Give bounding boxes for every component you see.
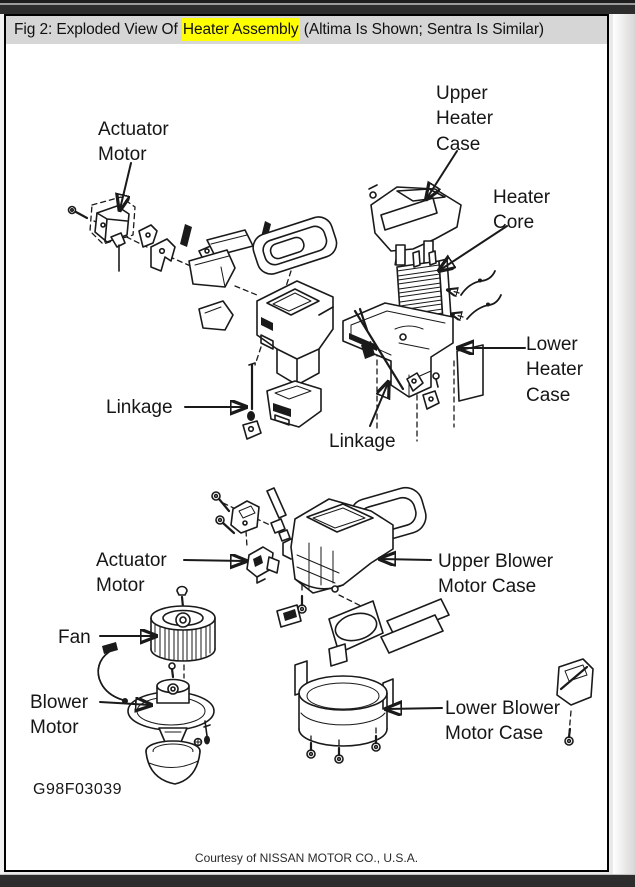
part-linkage-bits-right — [406, 372, 440, 410]
part-hose — [97, 642, 128, 704]
part-heater-hoses — [448, 270, 502, 319]
part-motor-cup — [145, 737, 203, 785]
part-door-strips — [188, 229, 254, 331]
label-fan: Fan — [58, 627, 91, 648]
part-bracket-top — [230, 500, 260, 534]
part-lower-blower-case — [294, 643, 394, 764]
part-plate-with-hole — [276, 600, 384, 654]
document-page: Fig 2: Exploded View Of Heater Assembly … — [4, 14, 609, 872]
part-upper-heater-case — [368, 184, 462, 266]
part-actuator-motor-upper — [67, 196, 136, 272]
label-blower-motor: Blower Motor — [30, 692, 89, 739]
part-linkage-rod-vertical — [242, 362, 262, 440]
label-heater-core: Heater Core — [493, 187, 551, 234]
label-arrows — [99, 150, 526, 709]
part-blower-motor — [127, 662, 215, 749]
part-gasket-upper — [252, 216, 338, 275]
window-chrome-top — [0, 0, 635, 14]
window-chrome-bottom — [0, 874, 635, 887]
figure-title-bar: Fig 2: Exploded View Of Heater Assembly … — [6, 16, 607, 44]
page-margin-left — [0, 14, 4, 874]
figure-title-suffix: (Altima Is Shown; Sentra Is Similar) — [299, 21, 544, 38]
label-upper-blower-motor-case: Upper Blower Motor Case — [438, 551, 554, 598]
figure-id: G98F03039 — [33, 781, 123, 798]
exploded-view-diagram: Actuator Motor Upper Heater Case Heater … — [6, 44, 607, 868]
part-bracket-right — [556, 658, 594, 746]
part-actuator-motor-lower — [246, 546, 280, 584]
label-actuator-motor-upper: Actuator Motor — [98, 119, 169, 166]
courtesy-line: Courtesy of NISSAN MOTOR CO., U.S.A. — [194, 851, 419, 865]
page-margin-right — [613, 14, 635, 874]
part-flat-plates — [380, 598, 450, 654]
figure-title-highlight: Heater Assembly — [181, 18, 300, 41]
label-upper-heater-case: Upper Heater Case — [436, 83, 494, 155]
label-actuator-motor-lower: Actuator Motor — [96, 550, 167, 597]
part-upper-blower-case — [282, 498, 394, 594]
label-lower-blower-motor-case: Lower Blower Motor Case — [445, 698, 561, 745]
label-linkage-left: Linkage — [106, 397, 173, 418]
label-lower-heater-case: Lower Heater Case — [526, 334, 584, 406]
part-small-duct — [266, 380, 322, 428]
part-screws-top — [211, 487, 291, 542]
part-screw-below-case — [297, 594, 307, 614]
part-linkage-rod-long — [353, 307, 405, 391]
exploded-diagram-art — [67, 150, 594, 785]
part-heater-unit-body — [256, 280, 334, 386]
figure-title-prefix: Fig 2: Exploded View Of — [14, 21, 182, 38]
label-linkage-right: Linkage — [329, 431, 396, 452]
part-lower-heater-case — [342, 302, 484, 402]
